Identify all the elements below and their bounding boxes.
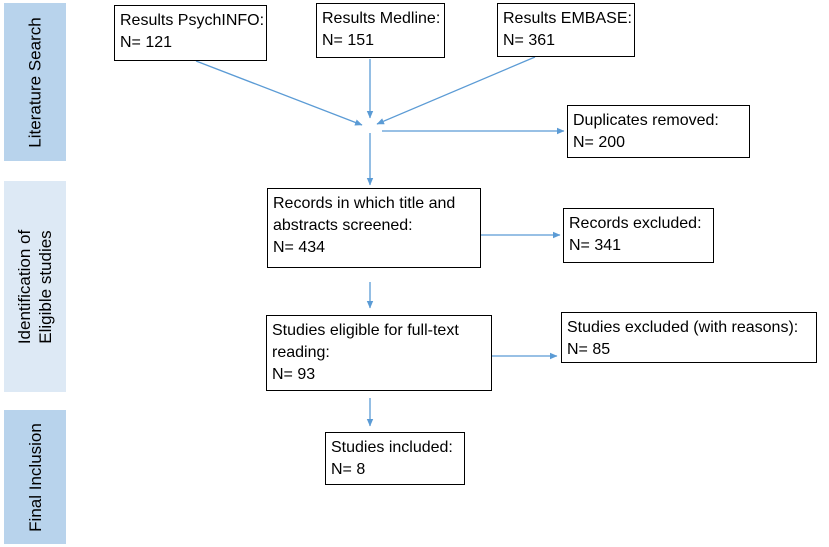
- box-count: N= 434: [273, 239, 326, 256]
- box-count: N= 121: [120, 34, 173, 51]
- phase-label-identification: Identification of Eligible studies: [14, 229, 56, 343]
- box-count: N= 85: [567, 341, 611, 358]
- box-label: Results PsychINFO:: [120, 12, 265, 29]
- box-count: N= 341: [569, 237, 622, 254]
- phase-identification: Identification of Eligible studies: [4, 181, 66, 392]
- box-label: Studies excluded (with reasons):: [567, 319, 799, 336]
- box-label: Records excluded:: [569, 215, 702, 232]
- box-count: N= 151: [322, 32, 375, 49]
- box-count: N= 8: [331, 461, 366, 478]
- phase-label-line: Literature Search: [25, 16, 45, 148]
- box-label: Duplicates removed:: [573, 112, 719, 129]
- arrow-psychinfo-to-merge: [195, 60, 363, 126]
- box-label: Studies included:: [331, 439, 453, 456]
- phase-final-inclusion: Final Inclusion: [4, 410, 66, 544]
- phase-literature-search: Literature Search: [4, 3, 66, 161]
- box-label: Studies eligible for full-text: [272, 322, 459, 339]
- box-results-medline: Results Medline: N= 151: [316, 3, 445, 58]
- box-label: abstracts screened:: [273, 217, 413, 234]
- phase-label-final-inclusion: Final Inclusion: [25, 423, 46, 532]
- box-records-screened: Records in which title and abstracts scr…: [267, 188, 481, 268]
- phase-label-literature-search: Literature Search: [25, 17, 46, 147]
- box-studies-eligible: Studies eligible for full-text reading: …: [266, 315, 492, 391]
- box-results-embase: Results EMBASE: N= 361: [497, 3, 635, 57]
- box-label: Records in which title and: [273, 195, 456, 212]
- phase-label-line: Eligible studies: [36, 229, 56, 344]
- phase-label-line: Identification of: [15, 229, 35, 344]
- box-count: N= 200: [573, 134, 626, 151]
- phase-label-line: Final Inclusion: [25, 422, 45, 532]
- box-label: Results EMBASE:: [503, 10, 632, 27]
- box-results-psychinfo: Results PsychINFO: N= 121: [114, 5, 267, 61]
- box-records-excluded: Records excluded: N= 341: [563, 208, 714, 263]
- box-count: N= 93: [272, 366, 316, 383]
- box-studies-included: Studies included: N= 8: [325, 432, 465, 485]
- arrow-embase-to-merge: [376, 56, 536, 125]
- box-label: Results Medline:: [322, 10, 441, 27]
- box-count: N= 361: [503, 32, 556, 49]
- box-label: reading:: [272, 344, 330, 361]
- box-duplicates-removed: Duplicates removed: N= 200: [567, 105, 750, 158]
- box-studies-excluded: Studies excluded (with reasons): N= 85: [561, 312, 817, 363]
